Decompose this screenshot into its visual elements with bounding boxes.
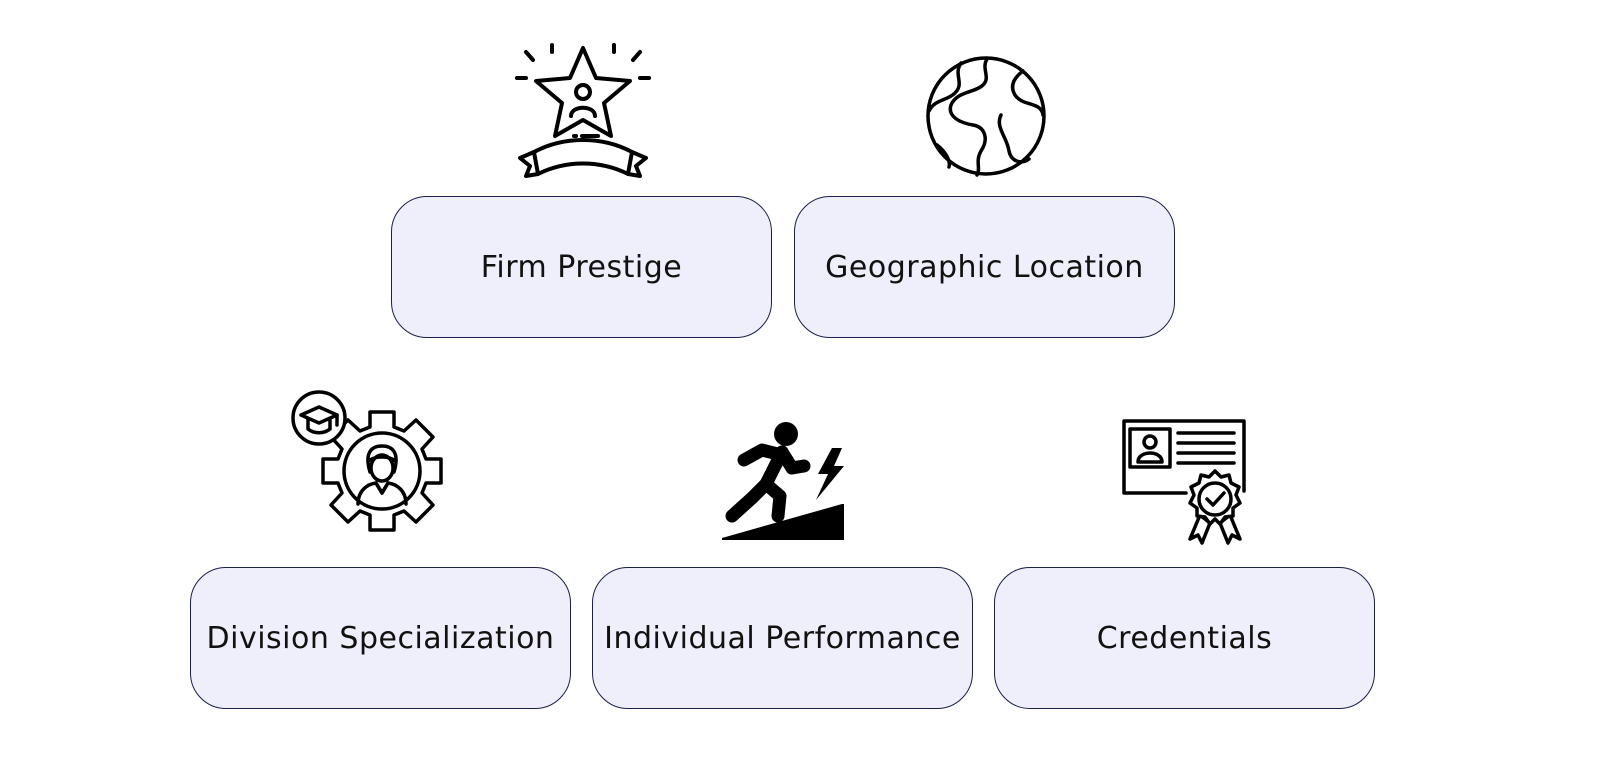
card-geographic-location: Geographic Location <box>794 196 1175 338</box>
card-label: Geographic Location <box>825 249 1144 285</box>
card-credentials: Credentials <box>994 567 1375 709</box>
card-firm-prestige: Firm Prestige <box>391 196 772 338</box>
card-label: Credentials <box>1096 620 1273 656</box>
card-individual-performance: Individual Performance <box>592 567 973 709</box>
card-label: Division Specialization <box>206 620 555 656</box>
globe-icon <box>925 55 1047 177</box>
certificate-icon <box>1122 419 1248 545</box>
card-division-specialization: Division Specialization <box>190 567 571 709</box>
card-label: Firm Prestige <box>480 249 683 285</box>
card-label: Individual Performance <box>604 620 961 656</box>
gear-graduate-icon <box>290 390 455 548</box>
star-award-icon <box>512 40 652 180</box>
runner-uphill-icon <box>722 418 847 543</box>
